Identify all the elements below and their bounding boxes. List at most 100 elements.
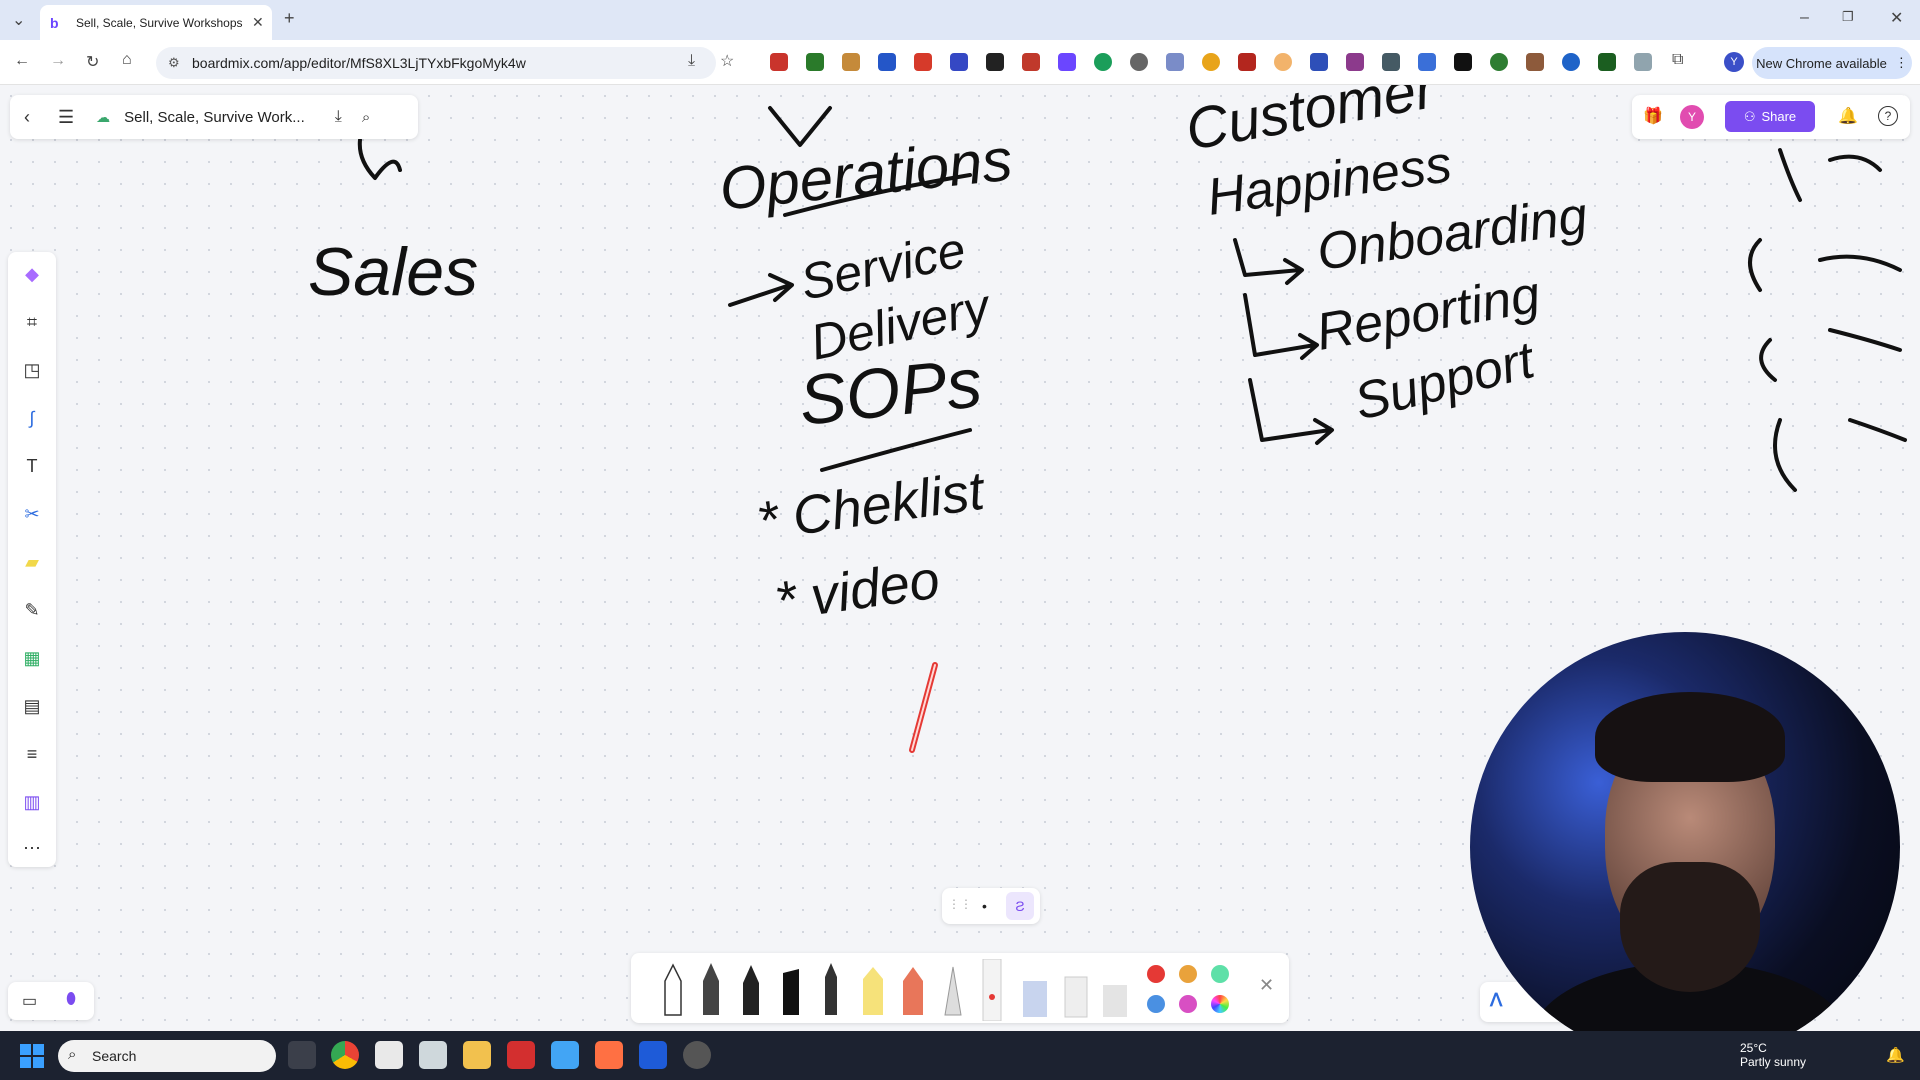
windows-taskbar	[0, 1031, 1920, 1080]
close-window-icon[interactable]: ✕	[1890, 10, 1904, 27]
gift-icon[interactable]: 🎁	[1643, 108, 1663, 125]
app-taskbar-icon-1[interactable]	[375, 1041, 403, 1069]
color-swatch-green[interactable]	[1211, 965, 1229, 983]
bookmark-star-icon[interactable]: ☆	[720, 53, 735, 70]
color-swatch-pink[interactable]	[1179, 995, 1197, 1013]
eraser-grid-icon	[1023, 981, 1047, 1017]
extension-icon-23[interactable]	[1562, 53, 1580, 71]
templates-icon[interactable]: ◆	[25, 264, 39, 284]
notepad-icon[interactable]	[551, 1041, 579, 1069]
new-chrome-available-button[interactable]: New Chrome available ⋮	[1752, 47, 1912, 79]
address-bar[interactable]: ⚙ boardmix.com/app/editor/MfS8XL3LjTYxbF…	[156, 47, 716, 79]
user-avatar[interactable]: Y	[1680, 105, 1704, 129]
table-icon[interactable]: ▦	[23, 648, 41, 668]
extension-icon-2[interactable]	[806, 53, 824, 71]
download-icon[interactable]: ⤓	[334, 108, 342, 125]
extensions-puzzle-icon[interactable]: ⧉	[1672, 51, 1684, 68]
minimize-icon[interactable]: –	[1800, 9, 1809, 26]
weather-widget[interactable]: 25°C Partly sunny	[1740, 1041, 1806, 1069]
more-tools-icon[interactable]: ⋯	[23, 838, 41, 858]
windows-start-icon[interactable]	[20, 1044, 44, 1068]
extension-icon-19[interactable]	[1418, 53, 1436, 71]
color-swatch-blue[interactable]	[1147, 995, 1165, 1013]
sops-underline	[820, 428, 972, 472]
help-icon[interactable]: ?	[1878, 106, 1898, 126]
extension-icon-8[interactable]	[1022, 53, 1040, 71]
extension-icon-16[interactable]	[1310, 53, 1328, 71]
extension-icon-11[interactable]	[1130, 53, 1148, 71]
stroke-thin-icon[interactable]: •	[982, 898, 987, 914]
tab-search-icon[interactable]: ⌄	[12, 12, 26, 29]
reload-icon[interactable]: ↻	[86, 54, 100, 71]
new-tab-icon[interactable]: +	[284, 8, 295, 28]
drag-handle-icon[interactable]: ⋮⋮	[948, 897, 972, 911]
document-icon[interactable]: ▤	[23, 696, 41, 716]
notification-bell-icon[interactable]: 🔔	[1838, 108, 1858, 125]
restore-icon[interactable]: ❐	[1842, 9, 1854, 24]
chrome-menu-icon[interactable]: ⋮	[1894, 55, 1908, 70]
task-view-icon[interactable]	[288, 1041, 316, 1069]
connector-icon[interactable]: ∫	[29, 408, 35, 428]
extension-icon-1[interactable]	[770, 53, 788, 71]
notification-icon[interactable]: 🔔	[1886, 1047, 1905, 1064]
extension-icon-13[interactable]	[1202, 53, 1220, 71]
extension-icon-14[interactable]	[1238, 53, 1256, 71]
extension-icon-18[interactable]	[1382, 53, 1400, 71]
extension-icon-20[interactable]	[1454, 53, 1472, 71]
extension-icon-7[interactable]	[986, 53, 1004, 71]
menu-icon[interactable]: ☰	[58, 106, 75, 127]
extension-icon-10[interactable]	[1094, 53, 1112, 71]
file-explorer-icon[interactable]	[463, 1041, 491, 1069]
mindmap-icon[interactable]: ✂	[24, 504, 40, 524]
pen-icon[interactable]: ✎	[24, 600, 40, 620]
extension-icon-17[interactable]	[1346, 53, 1364, 71]
back-chevron-icon[interactable]: ‹	[24, 106, 30, 127]
color-swatch-orange[interactable]	[1179, 965, 1197, 983]
search-icon[interactable]: ⌕	[361, 108, 371, 126]
taskbar-search-box[interactable]: ⌕ Search	[58, 1040, 276, 1072]
support-arrow	[1248, 378, 1334, 445]
close-tab-icon[interactable]: ✕	[252, 14, 264, 30]
color-swatch-red[interactable]	[1147, 965, 1165, 983]
location-pin-icon[interactable]: ⬮	[66, 991, 77, 1008]
bitwarden-icon[interactable]	[639, 1041, 667, 1069]
document-title[interactable]: Sell, Scale, Survive Work...	[124, 108, 305, 126]
sticky-note-icon[interactable]: ▰	[25, 552, 39, 572]
layout-icon[interactable]: ▥	[23, 792, 41, 812]
chrome-taskbar-icon[interactable]	[331, 1041, 359, 1069]
share-button[interactable]: ⚇ Share	[1725, 101, 1815, 132]
extension-icon-25[interactable]	[1634, 53, 1652, 71]
pen-set	[664, 959, 1127, 1021]
color-picker-icon[interactable]	[1211, 995, 1229, 1013]
browser-tab[interactable]: b Sell, Scale, Survive Workshops ✕	[40, 5, 272, 40]
extension-icon-24[interactable]	[1598, 53, 1616, 71]
forward-icon[interactable]: →	[50, 52, 66, 69]
text-icon[interactable]: T	[26, 456, 38, 476]
extension-icon-21[interactable]	[1490, 53, 1508, 71]
extension-icon-12[interactable]	[1166, 53, 1184, 71]
list-icon[interactable]: ≡	[26, 744, 38, 764]
pdf-app-icon[interactable]	[507, 1041, 535, 1069]
stroke-smooth-icon[interactable]: Ƨ	[1006, 892, 1034, 920]
profile-avatar[interactable]: Y	[1724, 52, 1744, 72]
extension-icon-4[interactable]	[878, 53, 896, 71]
extension-icon-6[interactable]	[950, 53, 968, 71]
extension-icon-22[interactable]	[1526, 53, 1544, 71]
extension-icon-5[interactable]	[914, 53, 932, 71]
home-icon[interactable]: ⌂	[122, 51, 132, 68]
app-taskbar-icon-4[interactable]	[683, 1041, 711, 1069]
extension-icon-3[interactable]	[842, 53, 860, 71]
frame-icon[interactable]: ⌗	[26, 312, 38, 332]
ai-logo-icon[interactable]: ᐱ	[1490, 990, 1503, 1010]
extension-icon-9[interactable]	[1058, 53, 1076, 71]
install-icon[interactable]: ⤓	[688, 52, 696, 69]
app-taskbar-icon-3[interactable]	[595, 1041, 623, 1069]
shapes-icon[interactable]: ◳	[23, 360, 41, 380]
extension-icon-15[interactable]	[1274, 53, 1292, 71]
close-pen-toolbar-icon[interactable]: ✕	[1259, 975, 1275, 995]
back-icon[interactable]: ←	[14, 52, 30, 69]
handwriting-video: * video	[771, 549, 943, 631]
site-info-icon[interactable]: ⚙	[168, 55, 180, 70]
minimap-icon[interactable]: ▭	[22, 993, 38, 1010]
app-taskbar-icon-2[interactable]	[419, 1041, 447, 1069]
